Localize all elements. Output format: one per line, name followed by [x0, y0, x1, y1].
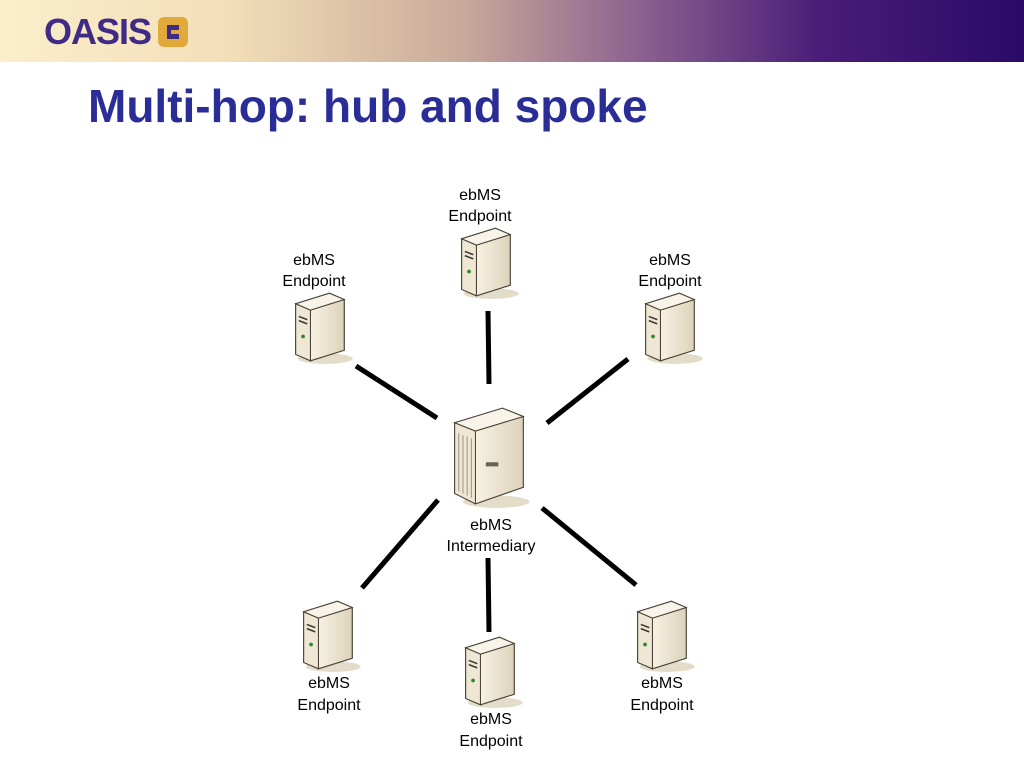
- endpoint-label-line1: ebMS: [308, 675, 350, 692]
- endpoint-node-upper-right: ebMS Endpoint: [638, 252, 704, 365]
- spoke-bottom: [485, 557, 492, 633]
- page-title: Multi-hop: hub and spoke: [88, 80, 648, 132]
- spoke-upper-left: [354, 363, 439, 421]
- oasis-logo-mark-icon: [158, 17, 189, 47]
- server-tower-icon: [454, 407, 531, 508]
- hub-label-line2: Intermediary: [447, 538, 536, 555]
- server-icon: [294, 292, 354, 365]
- endpoint-node-top: ebMS Endpoint: [448, 187, 520, 300]
- spoke-lower-left: [360, 498, 440, 590]
- server-icon: [644, 292, 704, 365]
- endpoint-node-lower-left: ebMS Endpoint: [297, 600, 362, 714]
- spoke-top: [485, 310, 492, 385]
- endpoint-node-lower-right: ebMS Endpoint: [630, 600, 696, 714]
- endpoint-node-upper-left: ebMS Endpoint: [282, 252, 354, 365]
- endpoint-node-bottom: ebMS Endpoint: [459, 636, 524, 750]
- endpoint-label-line2: Endpoint: [297, 697, 361, 714]
- endpoint-label-line2: Endpoint: [282, 273, 346, 290]
- server-icon: [302, 600, 362, 673]
- endpoint-label-line1: ebMS: [470, 711, 512, 728]
- hub-label-line1: ebMS: [470, 517, 512, 534]
- oasis-logo: OASIS: [44, 14, 189, 50]
- endpoint-label-line1: ebMS: [293, 252, 335, 269]
- endpoint-label-line2: Endpoint: [638, 273, 702, 290]
- endpoint-label-line1: ebMS: [459, 187, 501, 204]
- endpoint-label-line2: Endpoint: [448, 208, 512, 225]
- endpoint-label-line1: ebMS: [649, 252, 691, 269]
- hub-node: ebMS Intermediary: [447, 407, 536, 555]
- endpoint-label-line1: ebMS: [641, 675, 683, 692]
- spoke-connectors: [354, 310, 638, 633]
- logo-text: OASIS: [44, 11, 152, 52]
- server-icon: [636, 600, 696, 673]
- server-icon: [460, 227, 520, 300]
- spoke-lower-right: [540, 506, 638, 587]
- endpoint-label-line2: Endpoint: [459, 733, 523, 750]
- server-icon: [464, 636, 524, 709]
- spoke-upper-right: [545, 357, 630, 425]
- endpoint-label-line2: Endpoint: [630, 697, 694, 714]
